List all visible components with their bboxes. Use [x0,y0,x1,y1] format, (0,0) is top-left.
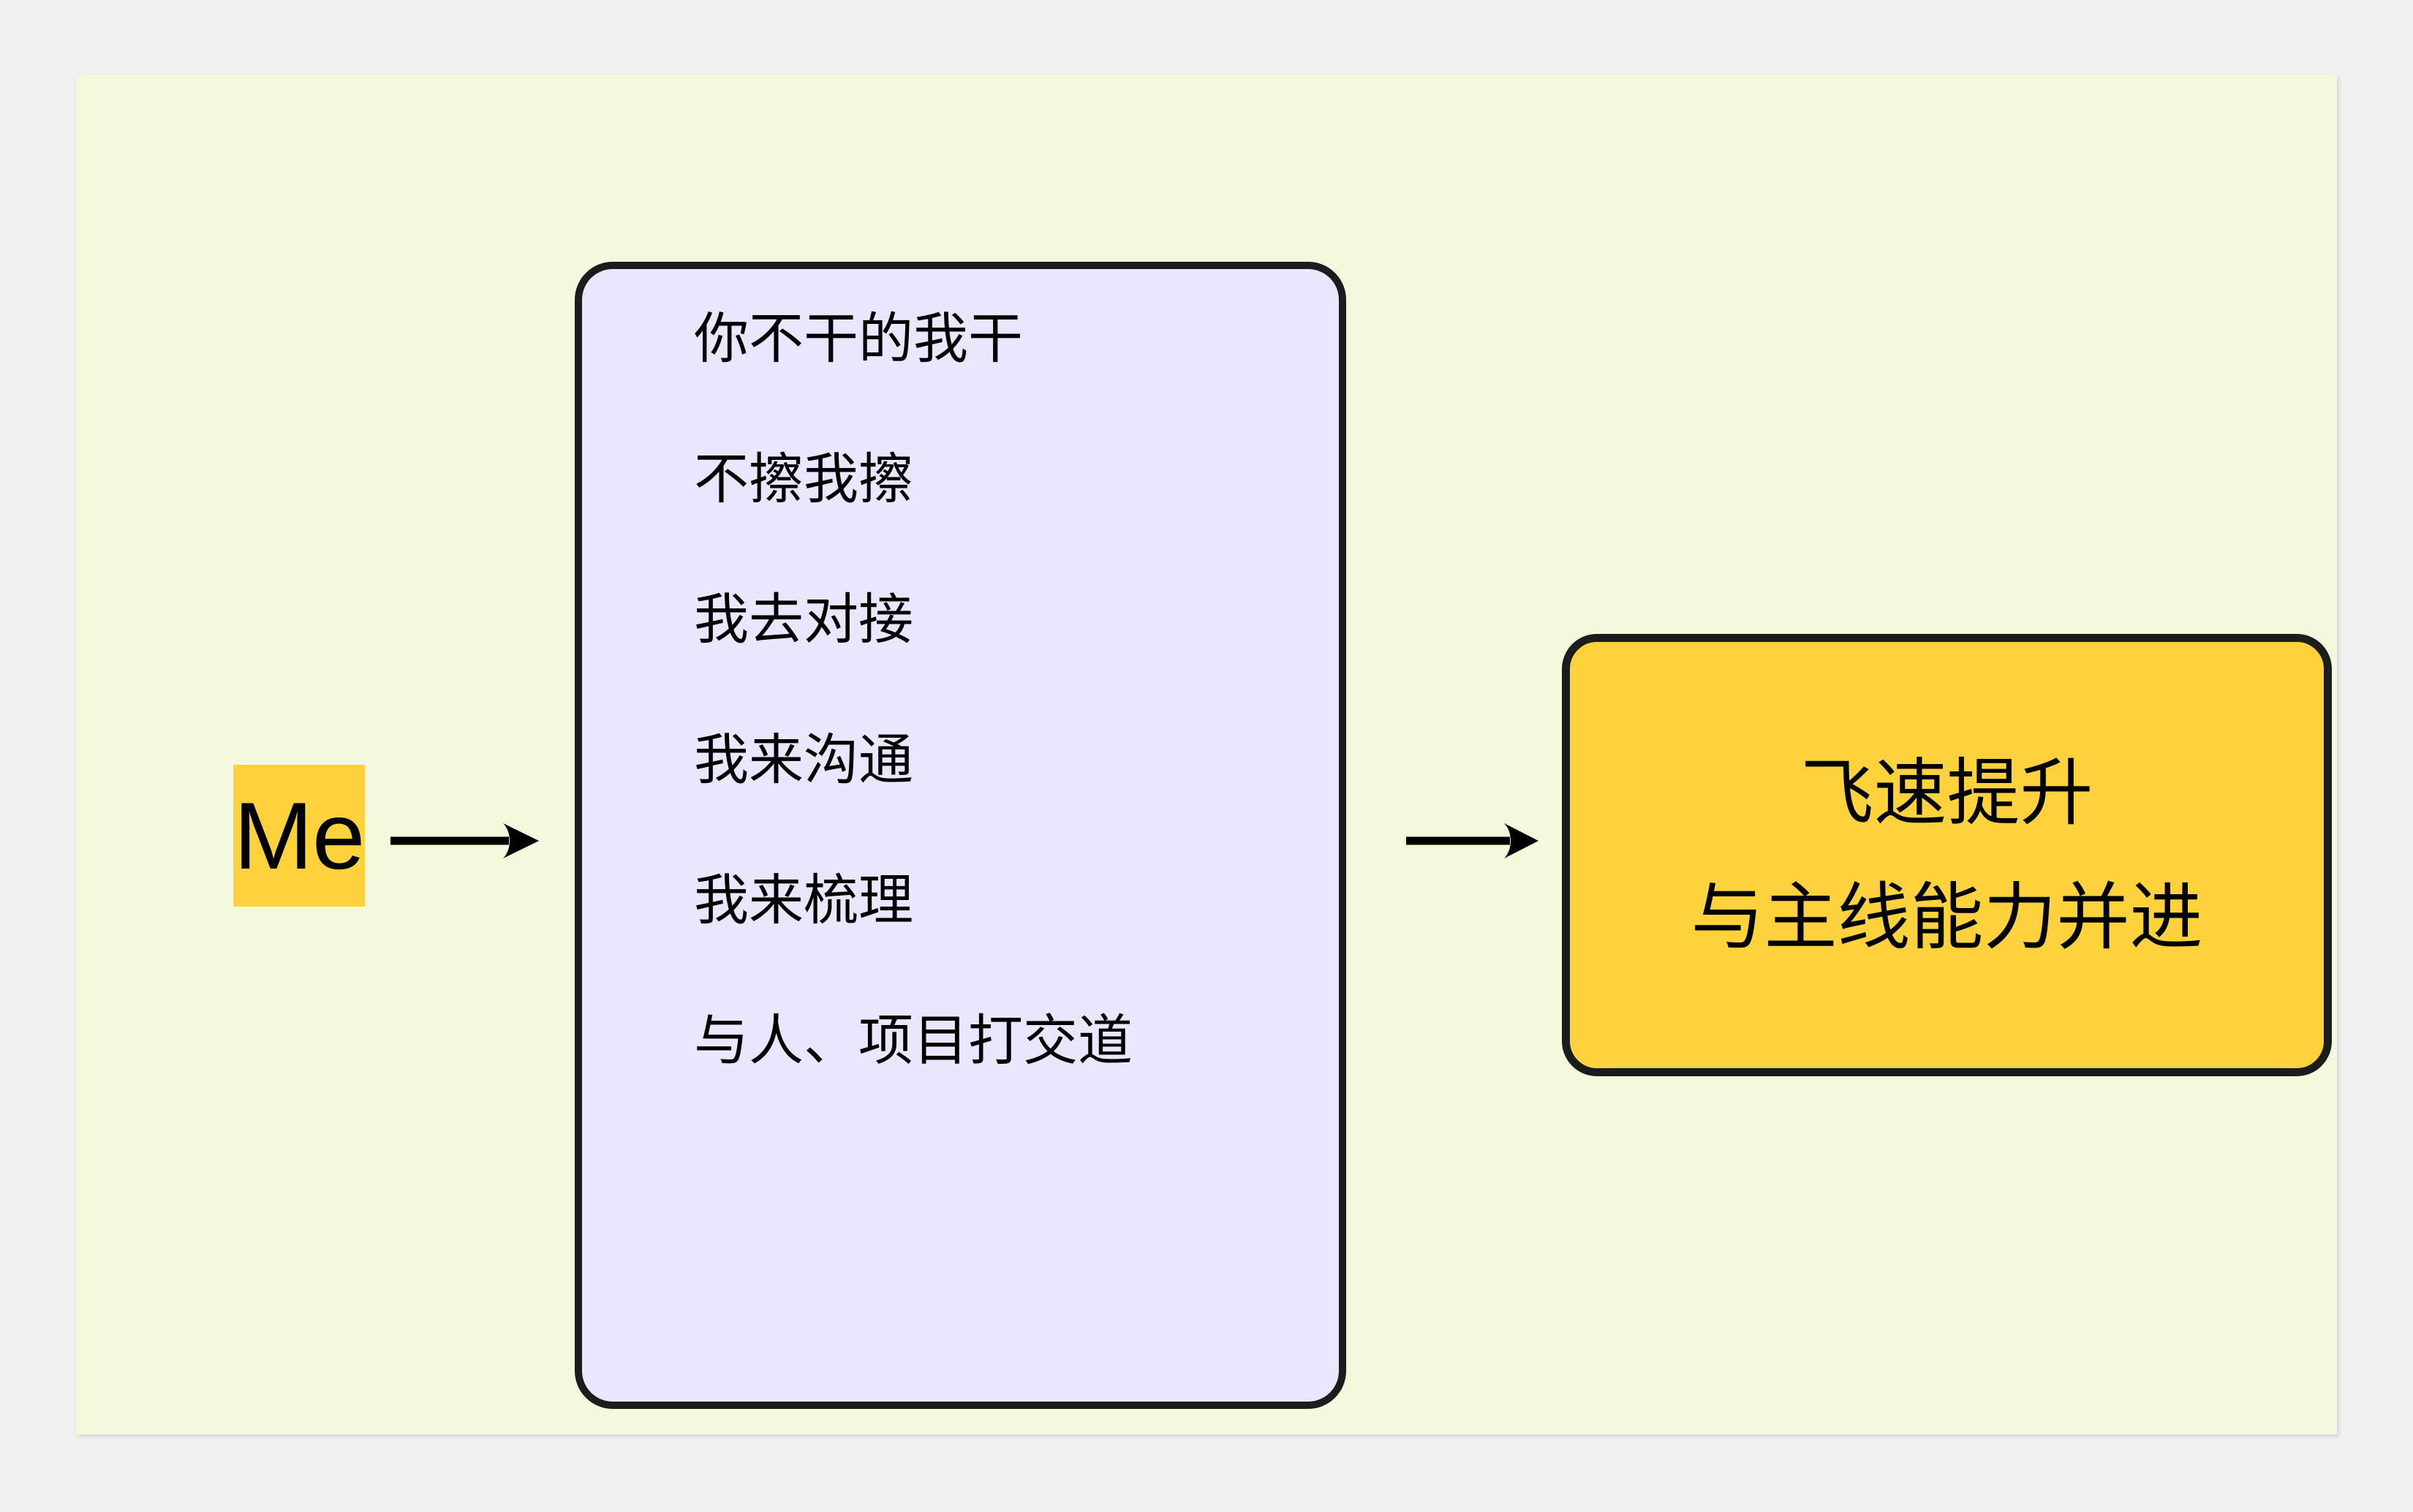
activity-item: 我来沟通 [694,729,914,790]
activity-item: 不擦我擦 [694,448,914,510]
activity-item: 我去对接 [694,589,914,650]
activity-item: 我来梳理 [694,869,914,931]
me-label: Me [233,782,366,889]
activities-list: 你不干的我干 不擦我擦 我去对接 我来沟通 我来梳理 与人、项目打交道 [694,311,1324,1068]
activity-item: 你不干的我干 [694,308,1024,369]
arrow-me-to-activities-icon [390,823,539,858]
activities-box: 你不干的我干 不擦我擦 我去对接 我来沟通 我来梳理 与人、项目打交道 [575,262,1346,1409]
diagram-canvas: Me 你不干的我干 不擦我擦 我去对接 我来沟通 我来梳理 与人、项目打交道 飞… [76,75,2337,1434]
arrow-activities-to-outcome-icon [1406,823,1538,858]
outcome-box: 飞速提升 与主线能力并进 [1562,634,2332,1076]
activity-item: 与人、项目打交道 [694,1010,1133,1071]
me-source-node[interactable]: Me [233,765,365,907]
outcome-line-secondary: 与主线能力并进 [1691,876,2203,959]
outcome-line-primary: 飞速提升 [1800,752,2093,834]
